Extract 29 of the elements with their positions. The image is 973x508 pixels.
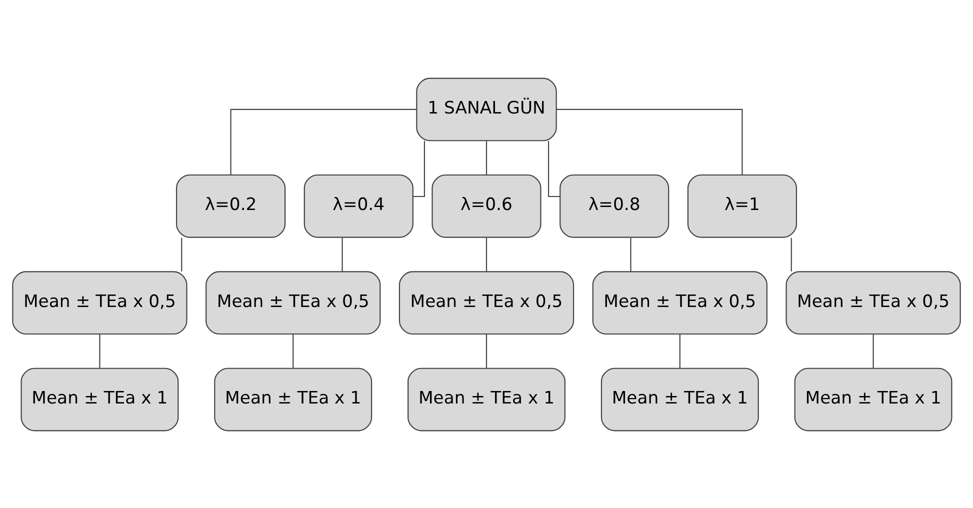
- connector: [556, 108, 743, 174]
- connector: [486, 140, 488, 174]
- node-box: λ=0.4: [304, 174, 414, 238]
- node-box: λ=0.6: [432, 174, 542, 238]
- node-box: 1 SANAL GÜN: [416, 77, 557, 141]
- connector: [630, 237, 632, 271]
- connector: [342, 237, 343, 271]
- node-box: λ=0.2: [176, 174, 286, 238]
- node-box: Mean ± TEa x 0,5: [398, 270, 574, 334]
- connector: [486, 237, 488, 271]
- node-box: Mean ± TEa x 1: [600, 367, 759, 431]
- node-box: Mean ± TEa x 1: [408, 367, 566, 431]
- node-box: Mean ± TEa x 0,5: [12, 270, 188, 334]
- connector: [486, 334, 488, 368]
- connector: [790, 237, 792, 271]
- connector: [99, 334, 100, 368]
- node-box: Mean ± TEa x 0,5: [206, 270, 381, 334]
- node-box: Mean ± TEa x 1: [20, 367, 179, 431]
- connector: [230, 108, 417, 174]
- connector: [292, 334, 294, 368]
- node-box: Mean ± TEa x 0,5: [592, 270, 768, 334]
- connector: [679, 334, 680, 368]
- node-box: λ=1: [687, 174, 797, 238]
- node-box: Mean ± TEa x 1: [214, 367, 372, 431]
- node-box: Mean ± TEa x 0,5: [786, 270, 961, 334]
- connector: [181, 237, 182, 271]
- node-box: λ=0.8: [560, 174, 670, 238]
- connector: [872, 334, 874, 368]
- node-box: Mean ± TEa x 1: [794, 367, 952, 431]
